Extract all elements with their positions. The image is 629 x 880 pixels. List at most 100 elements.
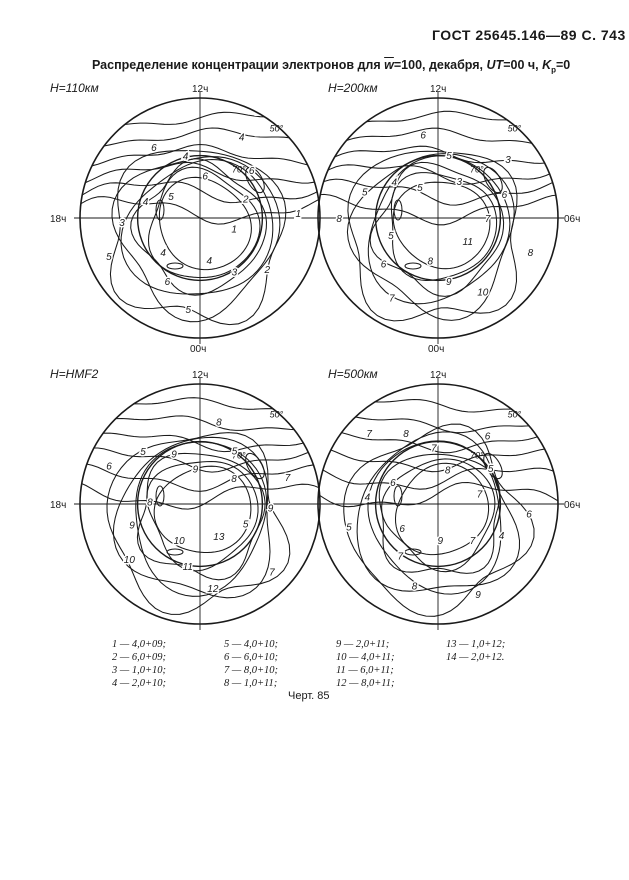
latitude-50-label: 50°	[508, 124, 522, 134]
contour-line	[356, 431, 521, 592]
height-label: H=500км	[328, 367, 378, 381]
contour-value-label: 10	[124, 555, 136, 566]
contour-value-label: 6	[249, 166, 255, 177]
contour-value-label: 9	[268, 504, 274, 515]
contour-line	[158, 176, 252, 271]
contour-line	[390, 172, 498, 282]
title-prefix: Распределение концентрации электронов дл…	[92, 58, 385, 72]
title-ut-value: =00 ч,	[503, 58, 543, 72]
contour-line	[80, 463, 320, 492]
contour-value-label: 6	[381, 259, 387, 270]
contour-line	[318, 193, 558, 226]
contour-value-label: 6	[485, 431, 491, 442]
latitude-70-label: 70°	[470, 164, 484, 174]
contour-line	[80, 161, 320, 185]
time-label-top: 12ч	[430, 370, 446, 381]
contour-value-label: 3	[505, 155, 511, 166]
latitude-70-circle	[374, 440, 502, 568]
legend-item: 11 — 6,0+11;	[336, 665, 394, 676]
contour-line	[378, 453, 501, 574]
polar-maps-figure: H=110км 12ч 00ч 18ч 50° 70° 12 3 4 5 6 4 5 3 4 5 6 4 6 4 6 2 1…	[50, 81, 580, 630]
contour-value-label: 7	[398, 552, 404, 563]
title-ut-label: UT	[486, 58, 504, 72]
contour-value-label: 5	[186, 305, 192, 316]
contour-value-label: 2	[242, 195, 249, 206]
legend-item: 1 — 4,0+09;	[112, 639, 167, 650]
contour-cell	[245, 166, 265, 194]
time-label-left: 18ч	[50, 214, 66, 225]
contour-line	[112, 436, 271, 599]
contour-value-label: 9	[438, 536, 444, 547]
latitude-70-label: 70°	[232, 164, 246, 174]
contour-cell	[393, 199, 403, 221]
contour-value-label: 4	[207, 256, 213, 267]
time-label-bottom: 00ч	[190, 344, 206, 355]
contour-line	[147, 166, 261, 279]
contour-line	[318, 467, 558, 490]
contour-value-label: 5	[362, 187, 368, 198]
contour-value-label: 6	[420, 131, 426, 142]
legend-item: 7 — 8,0+10;	[224, 665, 279, 676]
contour-value-label: 9	[475, 590, 481, 601]
contour-line	[318, 178, 558, 206]
contour-value-label: 6	[502, 190, 508, 201]
contour-value-label: 5	[417, 183, 423, 194]
contour-line	[106, 432, 291, 615]
contour-value-label: 6	[106, 461, 112, 472]
contour-cell	[404, 262, 422, 270]
title-kp-value: =0	[556, 58, 571, 72]
contour-cell	[483, 452, 503, 480]
contour-cell	[155, 485, 165, 507]
contour-cell	[166, 548, 184, 556]
latitude-70-label: 70°	[470, 450, 484, 460]
contour-value-label: 5	[168, 192, 174, 203]
contour-value-label: 9	[446, 277, 452, 288]
height-label: H=110км	[50, 81, 99, 95]
legend-item: 3 — 1,0+10;	[112, 665, 167, 676]
legend-item: 5 — 4,0+10;	[224, 639, 279, 650]
contour-value-label: 7	[285, 473, 291, 484]
contour-value-label: 5	[106, 252, 112, 263]
contour-line	[318, 481, 558, 508]
legend-item: 14 — 2,0+12.	[446, 652, 505, 663]
contour-value-label: 7	[269, 567, 275, 578]
contour-value-label: 3	[119, 218, 125, 229]
contour-value-label: 8	[528, 248, 534, 259]
legend-item: 9 — 2,0+11;	[336, 639, 390, 650]
legend-item: 4 — 2,0+10;	[112, 678, 167, 689]
contour-value-label: 6	[165, 277, 171, 288]
title-w-value: =100, декабря,	[393, 58, 487, 72]
contour-value-label: 6	[526, 510, 532, 521]
contour-value-label: 4	[365, 493, 371, 504]
contour-value-label: 4	[160, 248, 166, 259]
contour-value-label: 11	[463, 237, 473, 248]
contour-value-label: 5	[140, 447, 146, 458]
title-kp-sub: p	[551, 65, 556, 75]
contour-value-label: 6	[390, 478, 396, 489]
contour-value-label: 7	[389, 293, 395, 304]
contour-value-label: 5	[346, 522, 352, 533]
contour-value-label: 4	[499, 531, 505, 542]
legend-item: 12 — 8,0+11;	[336, 678, 395, 689]
figure-caption: Черт. 85	[288, 690, 330, 702]
contour-line	[367, 440, 502, 595]
latitude-50-label: 50°	[270, 410, 284, 420]
contour-line	[80, 415, 320, 431]
contour-lines	[80, 397, 320, 615]
contour-value-label: 8	[336, 214, 342, 225]
contour-cell	[393, 485, 403, 507]
latitude-50-label: 50°	[270, 124, 284, 134]
contour-value-label: 12	[207, 584, 219, 595]
time-label-top: 12ч	[430, 84, 446, 95]
contour-line	[318, 145, 558, 165]
contour-line	[111, 156, 281, 323]
time-label-top: 12ч	[192, 370, 208, 381]
contour-line	[394, 462, 490, 556]
contour-value-label: 8	[428, 256, 434, 267]
contour-value-label: 4	[183, 152, 189, 163]
contour-value-label: 9	[193, 464, 199, 475]
contour-legend: 1 — 4,0+09; 2 — 6,0+09; 3 — 1,0+10; 4 — …	[112, 638, 532, 698]
contour-line	[346, 153, 515, 321]
